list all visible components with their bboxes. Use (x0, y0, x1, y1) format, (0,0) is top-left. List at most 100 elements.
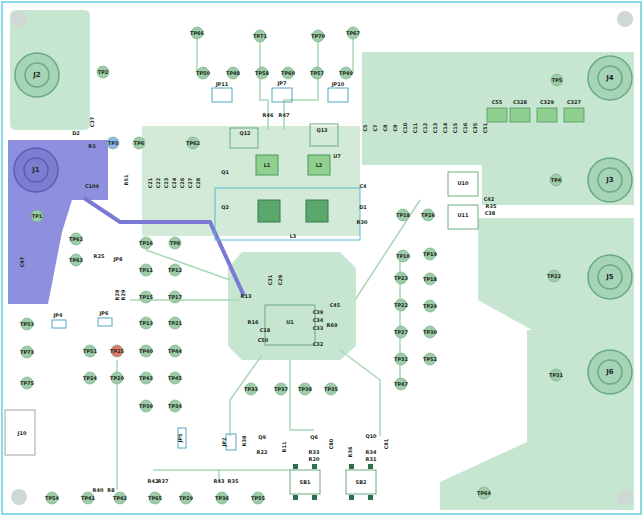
part-label: TP5 (552, 78, 563, 83)
part-label: J1 (32, 167, 39, 174)
part-label: TP12 (168, 268, 182, 273)
test-pad (107, 137, 119, 149)
part-label: R37 (158, 479, 169, 484)
part-label: TP11 (139, 268, 153, 273)
part-label: C42 (484, 197, 495, 202)
part-label: JP8 (113, 257, 122, 262)
part-label: Q1 (221, 170, 229, 175)
part-label: TP27 (394, 330, 408, 335)
part-label: TP24 (83, 376, 97, 381)
part-label: TP18 (423, 277, 437, 282)
part-label: TP32 (394, 357, 408, 362)
part-label: C9 (393, 124, 398, 131)
part-label: R35 (228, 479, 239, 484)
part-label: TP44 (168, 349, 182, 354)
part-label: TP19 (423, 252, 437, 257)
part-label: C24 (172, 178, 177, 189)
part-label: TP17 (168, 295, 182, 300)
part-label: TP13 (139, 321, 153, 326)
test-pad (550, 174, 562, 186)
part-label: Q2 (221, 205, 229, 210)
part-label: TP58 (255, 71, 269, 76)
part-label: C81 (384, 439, 389, 450)
part-label: JP5 (178, 433, 183, 442)
part-label: C15 (453, 123, 458, 134)
part-label: Q12 (239, 131, 250, 136)
part-label: TP35 (324, 387, 338, 392)
part-label: TP62 (69, 237, 83, 242)
part-label: C37 (90, 117, 95, 128)
part-label: JP2 (222, 437, 227, 446)
part-label: C7 (373, 124, 378, 131)
part-label: R33 (309, 450, 320, 455)
part-label: TP4 (551, 178, 562, 183)
part-label: TP16 (139, 241, 153, 246)
part-label: C45 (330, 303, 341, 308)
part-label: J10 (18, 431, 27, 436)
part-label: C11 (413, 123, 418, 134)
part-label: J4 (606, 75, 613, 82)
part-label: C32 (313, 342, 324, 347)
part-label: J5 (606, 274, 613, 281)
part-label: R46 (263, 113, 274, 118)
part-label: JP10 (332, 82, 344, 87)
part-label: TP8 (170, 241, 181, 246)
part-label: R16 (248, 320, 259, 325)
part-label: R51 (124, 175, 129, 186)
part-label: R34 (366, 450, 377, 455)
part-label: J2 (33, 72, 40, 79)
part-label: TP41 (81, 496, 95, 501)
part-label: C18 (260, 328, 271, 333)
part-label: U11 (457, 213, 468, 218)
part-label: C55 (492, 100, 503, 105)
part-label: TP30 (423, 330, 437, 335)
part-label: C12 (423, 123, 428, 134)
part-label: C39 (313, 310, 324, 315)
part-label: TP66 (190, 31, 204, 36)
part-label: TP36 (215, 496, 229, 501)
part-label: C97 (20, 257, 25, 268)
part-label: TP34 (168, 404, 182, 409)
part-label: TP55 (251, 496, 265, 501)
part-label: JP11 (216, 82, 228, 87)
part-label: TP65 (148, 496, 162, 501)
part-label: R28 (115, 290, 120, 301)
part-label: C22 (156, 178, 161, 189)
part-label: TP40 (139, 349, 153, 354)
test-pad (169, 237, 181, 249)
part-label: TP37 (274, 387, 288, 392)
part-label: TP20 (110, 376, 124, 381)
part-label: TP73 (20, 350, 34, 355)
part-label: C104 (85, 184, 99, 189)
part-label: TP38 (298, 387, 312, 392)
part-label: TP75 (20, 381, 34, 386)
part-label: R47 (279, 113, 290, 118)
part-label: U1 (286, 320, 294, 325)
part-label: TP21 (168, 321, 182, 326)
part-label: R8 (107, 488, 114, 493)
part-label: TP25 (110, 349, 124, 354)
part-label: TP63 (69, 258, 83, 263)
part-label: C327 (567, 100, 581, 105)
part-label: TP49 (339, 71, 353, 76)
test-pad (97, 66, 109, 78)
part-label: C27 (188, 178, 193, 189)
part-label: Q6 (310, 435, 318, 440)
part-label: C38 (485, 211, 496, 216)
part-label: TP47 (394, 382, 408, 387)
part-label: D2 (72, 131, 80, 136)
part-label: TP42 (113, 496, 127, 501)
part-label: R31 (366, 457, 377, 462)
part-label: TP31 (549, 373, 563, 378)
part-label: R38 (242, 436, 247, 447)
part-label: C21 (148, 178, 153, 189)
part-label: R35 (486, 204, 497, 209)
part-label: C16 (463, 123, 468, 134)
part-label: TP3 (108, 141, 119, 146)
part-label: C4 (359, 184, 366, 189)
part-label: TP22 (547, 274, 561, 279)
part-label: TP51 (83, 349, 97, 354)
part-label: JP7 (277, 81, 286, 86)
part-label: J3 (606, 177, 613, 184)
